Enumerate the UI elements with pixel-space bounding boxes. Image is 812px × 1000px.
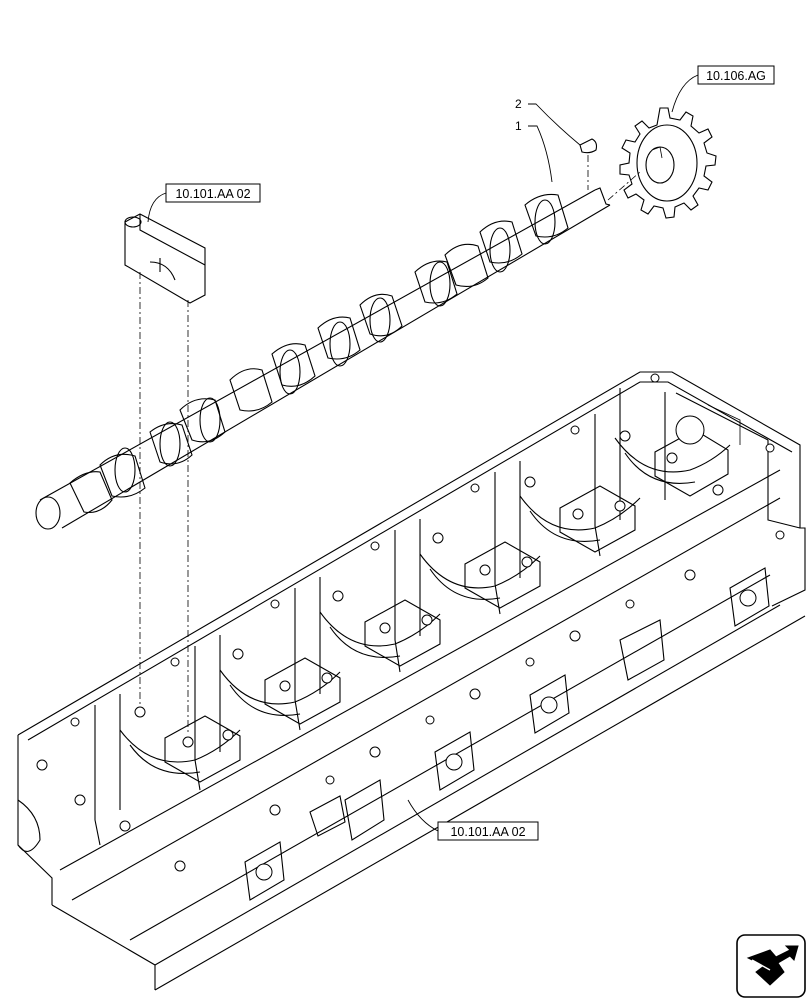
callout-block-top: 10.101.AA 02 (147, 183, 261, 223)
ref-gear-label: 10.106.AG (706, 69, 766, 83)
ref-block-bottom-label: 10.101.AA 02 (450, 825, 525, 839)
woodruff-key (579, 138, 598, 154)
callout-block-bottom: 10.101.AA 02 (407, 799, 539, 841)
alignment-lines (139, 155, 641, 735)
camshaft (35, 187, 611, 530)
navigation-arrow-icon[interactable] (736, 934, 806, 998)
bolt-holes (36, 373, 785, 872)
callout-gear: 10.106.AG (671, 65, 775, 113)
main-bearing-saddles (119, 437, 731, 775)
callout-item-2: 2 (515, 97, 581, 146)
item-1-number: 1 (515, 119, 522, 133)
callout-item-1: 1 (515, 119, 553, 183)
bearing-caps (164, 429, 729, 783)
item-2-number: 2 (515, 97, 522, 111)
engine-block (17, 371, 806, 991)
cam-journals (114, 199, 556, 493)
camshaft-bearing-cap (124, 213, 206, 304)
block-side-lugs (17, 404, 770, 901)
camshaft-gear (619, 107, 717, 219)
ref-block-top-label: 10.101.AA 02 (175, 187, 250, 201)
block-bulkheads (94, 414, 621, 846)
cam-lobes (69, 193, 569, 514)
